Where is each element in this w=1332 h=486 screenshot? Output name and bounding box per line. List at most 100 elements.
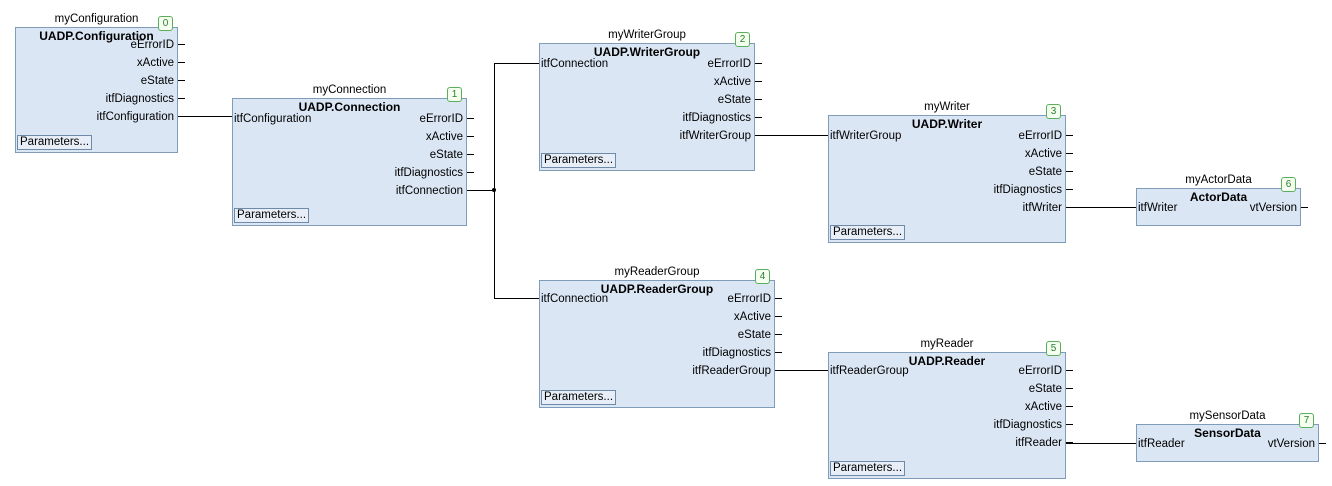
block-type-myreadergroup: UADP.ReaderGroup xyxy=(600,282,714,296)
execution-order-badge[interactable]: 3 xyxy=(1046,104,1061,119)
input-pin-itfconnection[interactable]: itfConnection xyxy=(541,293,609,305)
parameters-button[interactable]: Parameters... xyxy=(541,390,617,405)
output-pin-itfdiagnostics[interactable]: itfDiagnostics xyxy=(394,167,463,179)
output-pin-xactive[interactable]: xActive xyxy=(733,311,771,323)
output-pin-line xyxy=(1066,189,1073,190)
output-pin-itfdiagnostics[interactable]: itfDiagnostics xyxy=(682,112,751,124)
instance-name-myreader: myReader xyxy=(920,338,974,350)
output-pin-estate[interactable]: eState xyxy=(1028,383,1062,395)
output-pin-itfdiagnostics[interactable]: itfDiagnostics xyxy=(702,347,771,359)
instance-name-mywriter: myWriter xyxy=(924,101,970,113)
function-block-mywritergroup[interactable]: UADP.WriterGroup eErrorID xActive eState itf… xyxy=(539,43,755,171)
output-pin-eerrorid[interactable]: eErrorID xyxy=(1018,130,1062,142)
parameters-button[interactable]: Parameters... xyxy=(830,225,906,240)
output-pin-vtversion[interactable]: vtVersion xyxy=(1249,202,1297,214)
output-pin-line xyxy=(775,298,782,299)
output-pin-estate[interactable]: eState xyxy=(140,75,174,87)
connection-wire xyxy=(178,116,232,117)
parameters-button[interactable]: Parameters... xyxy=(830,461,906,476)
instance-name-mysensordata: mySensorData xyxy=(1189,410,1266,422)
connection-wire xyxy=(755,135,828,136)
input-pin-itfreadergroup[interactable]: itfReaderGroup xyxy=(830,365,909,377)
instance-name-myactordata: myActorData xyxy=(1185,174,1252,186)
output-pin-itfconfiguration[interactable]: itfConfiguration xyxy=(96,111,174,123)
function-block-myconnection[interactable]: UADP.Connection eErrorID xActive eState itfD… xyxy=(232,98,467,226)
input-pin-itfreader[interactable]: itfReader xyxy=(1138,438,1185,450)
output-pin-itfdiagnostics[interactable]: itfDiagnostics xyxy=(993,419,1062,431)
output-pin-estate[interactable]: eState xyxy=(717,94,751,106)
output-pin-line xyxy=(178,44,185,45)
output-pin-estate[interactable]: eState xyxy=(429,149,463,161)
function-block-mysensordata[interactable]: SensorData vtVersion itfReader xyxy=(1136,424,1319,462)
connection-wire xyxy=(1066,207,1136,208)
output-pin-xactive[interactable]: xActive xyxy=(1024,401,1062,413)
block-type-myconnection: UADP.Connection xyxy=(298,100,401,114)
output-pin-itfdiagnostics[interactable]: itfDiagnostics xyxy=(993,184,1062,196)
output-pin-line xyxy=(755,99,762,100)
output-pin-line xyxy=(775,352,782,353)
output-pin-eerrorid[interactable]: eErrorID xyxy=(727,293,771,305)
output-pin-line xyxy=(1301,207,1308,208)
output-pin-itfwriter[interactable]: itfWriter xyxy=(1022,202,1062,214)
output-pin-line xyxy=(1066,370,1073,371)
output-pin-line xyxy=(1066,135,1073,136)
block-type-mywritergroup: UADP.WriterGroup xyxy=(593,45,701,59)
instance-name-myconfiguration: myConfiguration xyxy=(54,13,139,25)
output-pin-line xyxy=(775,334,782,335)
output-pin-eerrorid[interactable]: eErrorID xyxy=(707,58,751,70)
output-pin-eerrorid[interactable]: eErrorID xyxy=(130,39,174,51)
input-pin-itfconfiguration[interactable]: itfConfiguration xyxy=(234,113,312,125)
instance-name-myreadergroup: myReaderGroup xyxy=(614,266,700,278)
output-pin-xactive[interactable]: xActive xyxy=(1024,148,1062,160)
output-pin-vtversion[interactable]: vtVersion xyxy=(1267,438,1315,450)
connection-wire xyxy=(494,63,495,298)
output-pin-estate[interactable]: eState xyxy=(1028,166,1062,178)
output-pin-xactive[interactable]: xActive xyxy=(136,57,174,69)
connection-wire xyxy=(1066,443,1136,444)
execution-order-badge[interactable]: 4 xyxy=(755,269,770,284)
block-type-mysensordata: SensorData xyxy=(1194,426,1261,440)
output-pin-eerrorid[interactable]: eErrorID xyxy=(1018,365,1062,377)
output-pin-itfconnection[interactable]: itfConnection xyxy=(395,185,463,197)
function-block-myreadergroup[interactable]: UADP.ReaderGroup eErrorID xActive eState itf… xyxy=(539,280,775,408)
output-pin-line xyxy=(467,118,474,119)
input-pin-itfconnection[interactable]: itfConnection xyxy=(541,58,609,70)
output-pin-xactive[interactable]: xActive xyxy=(713,76,751,88)
output-pin-itfwritergroup[interactable]: itfWriterGroup xyxy=(679,130,751,142)
parameters-button[interactable]: Parameters... xyxy=(234,208,310,223)
execution-order-badge[interactable]: 5 xyxy=(1046,341,1061,356)
input-pin-itfwriter[interactable]: itfWriter xyxy=(1138,202,1178,214)
instance-name-myconnection: myConnection xyxy=(312,84,387,96)
execution-order-badge[interactable]: 6 xyxy=(1281,177,1296,192)
execution-order-badge[interactable]: 2 xyxy=(735,32,750,47)
execution-order-badge[interactable]: 0 xyxy=(158,16,173,31)
output-pin-xactive[interactable]: xActive xyxy=(425,131,463,143)
junction-dot xyxy=(492,188,496,192)
output-pin-eerrorid[interactable]: eErrorID xyxy=(419,113,463,125)
output-pin-itfdiagnostics[interactable]: itfDiagnostics xyxy=(105,93,174,105)
output-pin-line xyxy=(1066,442,1073,443)
block-type-myreader: UADP.Reader xyxy=(908,354,986,368)
parameters-button[interactable]: Parameters... xyxy=(541,153,617,168)
connection-wire xyxy=(467,190,494,191)
output-pin-estate[interactable]: eState xyxy=(737,329,771,341)
parameters-button[interactable]: Parameters... xyxy=(17,135,93,150)
execution-order-badge[interactable]: 7 xyxy=(1299,413,1314,428)
output-pin-line xyxy=(178,98,185,99)
execution-order-badge[interactable]: 1 xyxy=(447,87,462,102)
output-pin-line xyxy=(1066,424,1073,425)
output-pin-line xyxy=(1066,388,1073,389)
function-block-myreader[interactable]: UADP.Reader eErrorID eState xActive itfDiagn… xyxy=(828,352,1066,479)
output-pin-line xyxy=(775,316,782,317)
output-pin-itfreader[interactable]: itfReader xyxy=(1015,437,1062,449)
output-pin-line xyxy=(755,63,762,64)
block-type-myconfiguration: UADP.Configuration xyxy=(39,29,154,43)
output-pin-itfreadergroup[interactable]: itfReaderGroup xyxy=(692,365,771,377)
output-pin-line xyxy=(178,62,185,63)
connection-wire xyxy=(494,63,539,64)
input-pin-itfwritergroup[interactable]: itfWriterGroup xyxy=(830,130,902,142)
output-pin-line xyxy=(467,154,474,155)
